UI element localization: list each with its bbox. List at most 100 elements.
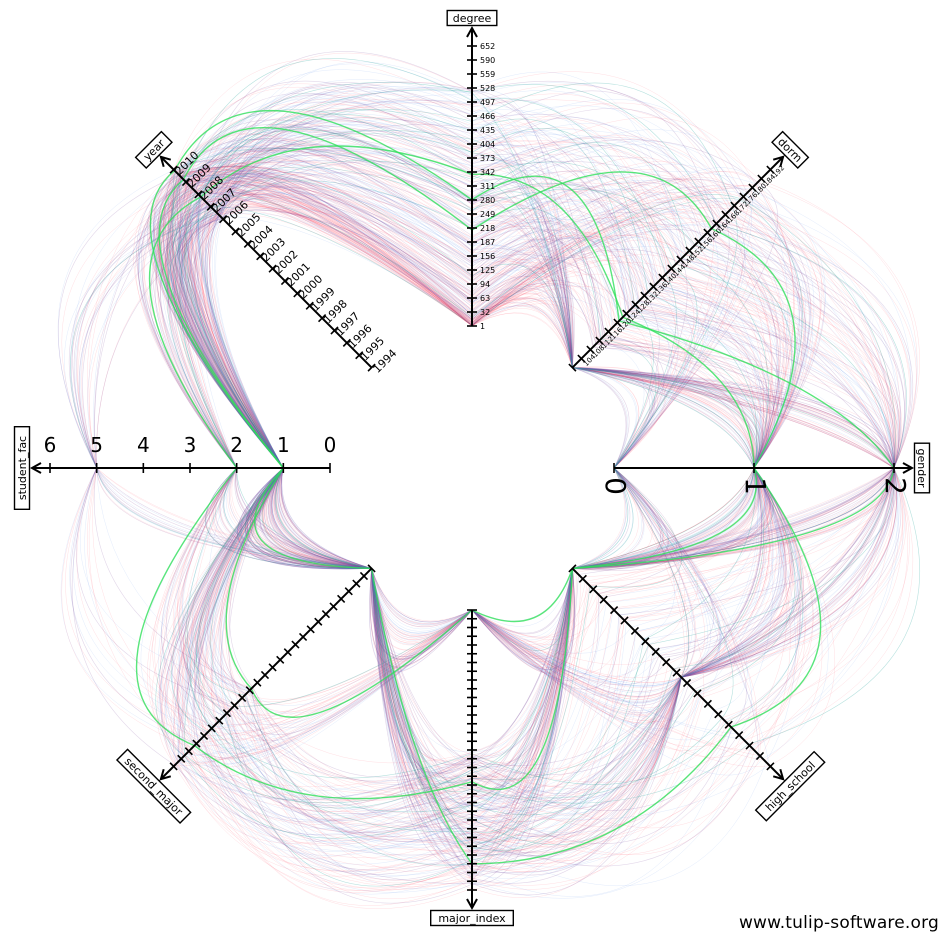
tick-label: 497: [480, 98, 495, 107]
axis-name-major_index: major_index: [430, 909, 514, 927]
data-polyline: [185, 160, 766, 832]
axis-tick: [649, 282, 658, 291]
tick-label: 0: [324, 433, 337, 457]
data-polyline: [184, 99, 757, 758]
data-polyline: [186, 144, 789, 840]
data-polyline: [165, 161, 755, 760]
axis-name-box: [430, 909, 514, 927]
axis-arrow: [772, 768, 785, 781]
data-polyline: [72, 146, 711, 702]
data-polyline: [57, 161, 791, 727]
axis-tick: [231, 227, 240, 236]
axis-tick: [662, 658, 671, 667]
data-polyline: [177, 130, 770, 896]
data-polyline: [149, 176, 791, 801]
data-polyline: [86, 59, 904, 790]
axis-tick: [230, 701, 239, 710]
data-polyline: [174, 177, 764, 846]
data-polyline: [190, 169, 806, 856]
data-polyline: [182, 181, 895, 802]
axis-tick: [748, 183, 757, 192]
data-polyline: [208, 150, 898, 721]
axis-tick: [694, 237, 703, 246]
axis-tick: [703, 699, 712, 708]
data-polyline: [163, 110, 769, 736]
axis-tick: [293, 289, 302, 298]
axis-major_index: major_index: [430, 609, 514, 927]
data-polyline: [184, 143, 761, 750]
data-polyline: [156, 179, 772, 825]
data-polyline: [149, 187, 786, 891]
axis-tick: [589, 585, 598, 594]
data-polyline: [139, 173, 784, 848]
data-polyline: [160, 180, 895, 900]
data-polyline: [161, 169, 895, 844]
data-polyline: [159, 145, 767, 872]
axis-tick: [735, 731, 744, 740]
axis-name-box: [13, 426, 31, 510]
axis-tick: [206, 202, 215, 211]
axis-arrow: [159, 155, 172, 168]
data-polyline: [174, 161, 789, 724]
data-polyline: [160, 166, 807, 892]
axis-tick: [199, 731, 209, 741]
data-polyline: [180, 204, 760, 673]
tick-label: 280: [480, 196, 495, 205]
axis-tick: [620, 616, 629, 625]
data-polyline: [137, 167, 798, 751]
data-polyline: [157, 92, 660, 741]
data-polyline: [202, 171, 920, 719]
data-polyline: [195, 156, 722, 692]
data-polyline: [186, 108, 895, 660]
axis-name-student_fac: student_fac: [13, 426, 31, 510]
data-polyline: [178, 171, 895, 670]
data-polyline: [148, 174, 895, 865]
data-polyline: [195, 185, 912, 899]
data-polyline: [177, 85, 758, 792]
axis-tick: [622, 309, 631, 318]
data-polyline: [161, 99, 896, 841]
axis-tick: [243, 239, 252, 248]
data-polyline: [166, 180, 657, 814]
data-polyline: [179, 159, 895, 843]
axis-tick: [641, 637, 650, 646]
data-polyline: [176, 183, 898, 703]
data-polyline: [187, 109, 905, 688]
data-polyline: [175, 128, 896, 725]
tick-label: 466: [480, 112, 495, 121]
data-polyline: [173, 186, 769, 856]
axis-tick: [355, 351, 364, 360]
axis-name-box: [446, 9, 498, 27]
axis-tick: [280, 276, 290, 286]
data-polyline: [70, 173, 782, 836]
tick-label: 435: [480, 126, 495, 135]
data-polyline: [161, 170, 767, 852]
data-polyline: [170, 180, 773, 801]
data-polyline: [175, 177, 802, 791]
axis-tick: [568, 363, 577, 372]
axis-tick: [298, 632, 308, 642]
data-polyline: [176, 174, 900, 645]
data-polyline: [179, 100, 769, 876]
tick-label: 218: [480, 224, 495, 233]
data-polyline: [187, 179, 821, 834]
axis-tick: [578, 574, 587, 583]
data-polyline: [170, 169, 899, 854]
data-polyline: [69, 212, 762, 872]
axis-tick: [766, 165, 775, 174]
axis-arrow: [159, 768, 172, 781]
data-polyline: [197, 122, 896, 683]
tick-label: 156: [480, 252, 495, 261]
axis-tick: [755, 751, 765, 761]
axis-tick: [672, 668, 681, 677]
axis-tick: [222, 708, 232, 718]
tick-label: 528: [480, 84, 495, 93]
axis-name-degree: degree: [446, 9, 498, 27]
axis-tick: [306, 625, 315, 634]
data-polyline: [180, 184, 795, 674]
axis-tick: [352, 579, 361, 588]
tick-label: 2: [230, 433, 243, 457]
tick-label: 63: [480, 294, 490, 303]
data-polyline: [157, 108, 689, 783]
axis-tick: [667, 264, 676, 273]
